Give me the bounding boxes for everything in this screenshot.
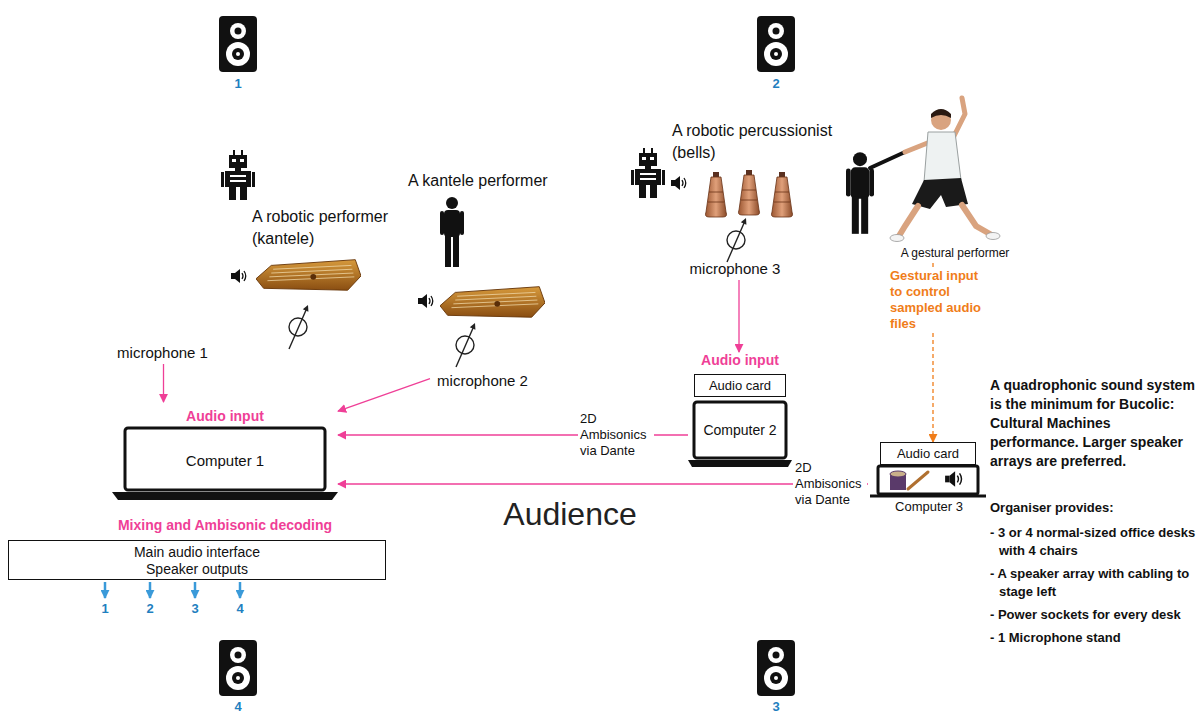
- laptop-computer-1: [112, 428, 338, 500]
- list-item: - 3 or 4 normal-sized office desks with …: [990, 524, 1198, 560]
- node-title: A gestural performer: [901, 245, 1010, 262]
- output-number: 2: [140, 601, 160, 616]
- sound-icon: [945, 471, 961, 487]
- microphone-label: microphone 2: [430, 328, 535, 392]
- node-title: microphone 2: [437, 372, 528, 389]
- person-silhouette: [846, 152, 874, 234]
- bell-image: [771, 172, 792, 217]
- edge-label: 2D Ambisonics via Dante: [793, 459, 867, 509]
- signal-arrow: [338, 483, 868, 484]
- node-text: Speaker outputs: [146, 561, 248, 578]
- laptop-computer-2: [688, 402, 792, 467]
- node-title: microphone 1: [117, 344, 208, 361]
- audio-card-box: Audio card: [880, 442, 976, 465]
- sound-icon: [671, 176, 686, 190]
- kantele-image: [440, 287, 545, 318]
- microphone-label: microphone 1: [110, 342, 215, 364]
- gestural-performer-figures: [846, 98, 1000, 242]
- edge-label: Gestural input to control sampled audio …: [888, 267, 992, 333]
- computer-laptop: Computer 2: [688, 402, 792, 468]
- node-text: Computer 1: [186, 452, 264, 469]
- microphone-symbol: [727, 218, 746, 262]
- computer-laptop: Computer 3: [868, 468, 990, 514]
- kantele-performer-group: [418, 197, 545, 367]
- performer-label: A robotic percussionist (bells): [672, 120, 842, 164]
- process-note: Mixing and Ambisonic decoding: [90, 516, 360, 534]
- speaker-icon: [219, 640, 257, 696]
- bell-image: [738, 170, 759, 215]
- requirement-note: A quadrophonic sound system is the minim…: [990, 376, 1198, 471]
- signal-arrow: [338, 379, 430, 412]
- speaker-number: 1: [223, 76, 253, 91]
- speaker-icon: [757, 640, 795, 696]
- list-item: - A speaker array with cabling to stage …: [990, 565, 1198, 601]
- speaker-number: 2: [761, 76, 791, 91]
- node-text: Audio card: [694, 374, 786, 397]
- node-title: Audio input: [701, 352, 779, 369]
- speaker-icon: [219, 16, 257, 72]
- speaker-icon: [757, 16, 795, 72]
- list-item: - 1 Microphone stand: [990, 629, 1198, 647]
- node-title: Audio input: [186, 408, 264, 425]
- output-arrows: [105, 582, 240, 598]
- microphone-symbol: [456, 323, 475, 367]
- speaker-number: 4: [223, 699, 253, 714]
- node-title: microphone 3: [690, 260, 781, 277]
- computer-laptop: Audio inputComputer 1: [112, 402, 338, 500]
- sound-icon: [231, 269, 246, 283]
- node-title: Main audio interface: [134, 544, 260, 561]
- person-silhouette: [440, 197, 464, 267]
- performer-label: A robotic performer (kantele): [252, 206, 402, 250]
- kantele-image: [256, 260, 361, 291]
- robot-icon: [221, 150, 255, 200]
- performer-label: A gestural performer: [890, 243, 1020, 263]
- node-title: Computer 2: [703, 422, 776, 439]
- output-number: 1: [95, 601, 115, 616]
- sound-icon: [418, 294, 433, 308]
- output-number: 3: [185, 601, 205, 616]
- list-heading: Organiser provides:: [990, 499, 1198, 516]
- performer-label: A kantele performer: [408, 170, 578, 192]
- output-number: 4: [230, 601, 250, 616]
- laptop-computer-3: [870, 466, 986, 496]
- list-item: - Power sockets for every desk: [990, 606, 1198, 624]
- edge-label: 2D Ambisonics via Dante: [578, 410, 654, 460]
- node-title: Computer 3: [895, 498, 963, 515]
- robot-kantele-group: [221, 150, 361, 349]
- audience-label: Audience: [460, 496, 680, 532]
- signal-arrow: [738, 280, 739, 352]
- speaker-number: 3: [761, 699, 791, 714]
- bell-image: [705, 172, 726, 217]
- robot-bells-group: [631, 148, 793, 262]
- audio-interface-box: Main audio interfaceSpeaker outputs: [8, 540, 386, 580]
- microphone-symbol: [289, 305, 308, 349]
- audio-card-box: Audio inputAudio card: [688, 352, 792, 398]
- signal-arrow: [163, 364, 164, 402]
- microphone-label: microphone 3: [680, 222, 790, 280]
- node-title: Audio card: [897, 445, 959, 462]
- robot-icon: [631, 148, 665, 198]
- speaker-icons: [219, 16, 795, 696]
